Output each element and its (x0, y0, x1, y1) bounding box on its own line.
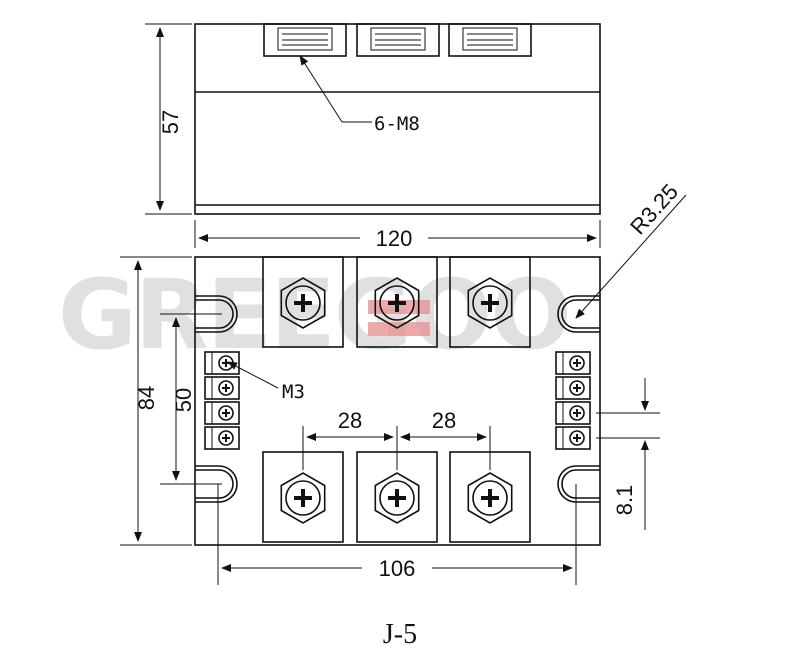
control-screws-label: M3 (282, 381, 305, 403)
control-terminal (204, 426, 240, 450)
side-terminal (263, 23, 347, 57)
model-caption: J-5 (383, 619, 417, 650)
radius-leader (575, 194, 687, 319)
side-terminal (448, 23, 532, 57)
control-screw-leader (227, 361, 279, 389)
control-terminal (555, 351, 591, 375)
pitch-left-label: 28 (338, 408, 362, 433)
side-view: 6-M8 57 (145, 23, 601, 215)
mounting-slot (557, 465, 600, 503)
mounting-slot (557, 295, 600, 333)
mount-spacing-label: 50 (171, 388, 196, 412)
mounting-slot (195, 465, 238, 503)
power-terminal (356, 256, 438, 348)
height-label: 57 (158, 110, 183, 134)
control-pitch-label: 8.1 (612, 485, 637, 516)
top-terminals-label: 6-M8 (374, 113, 420, 135)
terminal-leader (299, 55, 343, 123)
power-terminal (262, 451, 344, 543)
control-terminal (555, 401, 591, 425)
power-terminal (262, 256, 344, 348)
control-terminal (204, 401, 240, 425)
width-label: 120 (376, 226, 413, 251)
mounting-slot (195, 295, 238, 333)
control-terminal (555, 426, 591, 450)
mount-hole-span-label: 106 (379, 556, 416, 581)
control-terminal (204, 376, 240, 400)
watermark-accent (368, 322, 430, 336)
power-terminal (449, 256, 531, 348)
side-terminal (356, 23, 440, 57)
pitch-right-label: 28 (432, 408, 456, 433)
control-terminal (555, 376, 591, 400)
depth-label: 84 (134, 386, 159, 410)
width-dimension: 120 (194, 220, 601, 251)
